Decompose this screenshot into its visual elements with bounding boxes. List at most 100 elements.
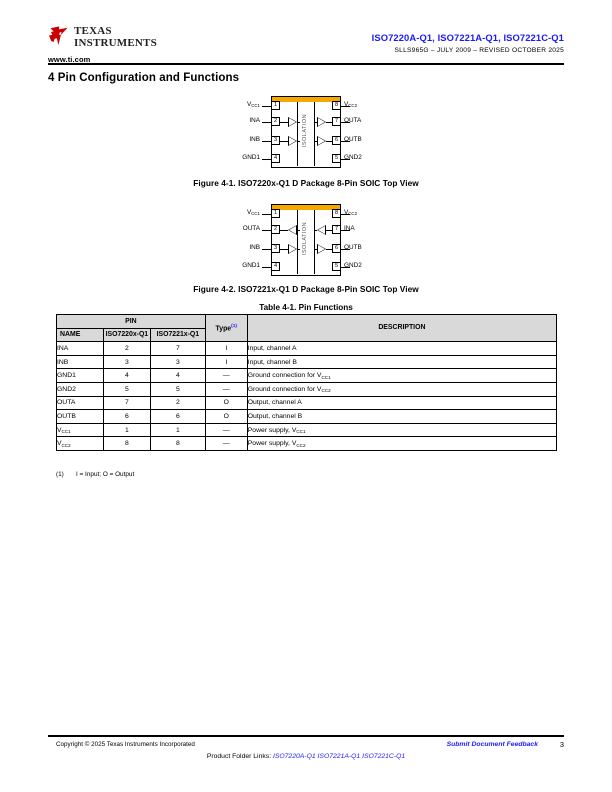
pin-number-6: 6	[332, 136, 341, 145]
table-row: VCC2 8 8 — Power supply, VCC2	[56, 436, 558, 451]
wire-a2-in	[326, 229, 333, 231]
pin2-lead-4	[262, 266, 271, 268]
wire-a-mid	[297, 121, 300, 123]
cell-pin-7220: 5	[102, 381, 151, 397]
cell-pin-7220: 3	[102, 354, 151, 370]
pin2-lead-3	[262, 248, 271, 250]
table-row: GND2 5 5 — Ground connection for VCC2	[56, 381, 558, 397]
figure-4-1-diagram: ISOLATION 1 2 3 4 VCC1 INA	[0, 96, 612, 168]
pin2-label-inb: INB	[249, 244, 260, 251]
package-top-bar	[272, 97, 340, 102]
isolation-barrier-line-right	[314, 102, 316, 166]
cell-pin-7221: 8	[149, 436, 206, 451]
cell-description-sub: CC1	[321, 374, 331, 380]
submit-document-feedback-link[interactable]: Submit Document Feedback	[446, 741, 538, 748]
pin-number-2: 2	[271, 117, 280, 126]
cell-pin-7221: 4	[149, 368, 206, 383]
pin2-label-vcc2: VCC2	[344, 209, 358, 217]
cell-description-sub: CC1	[296, 428, 306, 434]
wire-b-in	[280, 140, 288, 142]
cell-name: GND1	[56, 368, 104, 383]
ti-wordmark-line2: INSTRUMENTS	[74, 36, 157, 49]
cell-type: O	[204, 409, 248, 424]
cell-type: —	[204, 381, 248, 397]
pin2-lead-5	[341, 266, 350, 268]
pin-number-3: 3	[271, 136, 280, 145]
pin-label-gnd1: GND1	[242, 154, 260, 161]
product-folder-links: Product Folder Links: ISO7220A-Q1 ISO722…	[0, 753, 612, 760]
wire-a-in	[280, 121, 288, 123]
ti-logo: TEXAS INSTRUMENTS www.ti.com	[48, 25, 168, 64]
pin2-number-2: 2	[271, 225, 280, 234]
table-header-row-group: PIN Type(1) DESCRIPTION	[56, 313, 558, 343]
header-type-text: Type	[215, 325, 232, 333]
pin-number-1: 1	[271, 101, 280, 110]
cell-description: Power supply, VCC1	[246, 422, 558, 438]
header-name: NAME	[56, 327, 104, 343]
pin-lead-6	[341, 140, 350, 142]
cell-description-text: Ground connection for V	[247, 385, 322, 393]
cell-name-text: V	[57, 426, 62, 434]
footer-copyright: Copyright © 2025 Texas Instruments Incor…	[56, 741, 195, 748]
pin2-label-outa: OUTA	[242, 225, 260, 232]
header-iso7220x: ISO7220x-Q1	[102, 327, 151, 343]
isolation-label-1: ISOLATION	[302, 114, 308, 148]
cell-name: INA	[56, 341, 104, 356]
footer-rule	[48, 735, 564, 737]
cell-description-sub: CC2	[296, 442, 306, 448]
cell-description: Ground connection for VCC1	[246, 368, 558, 383]
cell-description: Output, channel B	[246, 409, 558, 424]
cell-pin-7221: 6	[149, 409, 206, 424]
pin-number-5: 5	[332, 154, 341, 163]
wire-a2-mid	[297, 229, 300, 231]
wire-a2-mid2	[314, 229, 317, 231]
cell-name: OUTA	[56, 395, 104, 411]
cell-name: VCC2	[56, 436, 104, 451]
pin-lead-7	[341, 121, 350, 123]
header-type-footnote-marker: (1)	[231, 323, 237, 329]
buffer-a-output-triangle	[317, 117, 326, 127]
cell-pin-7220: 1	[102, 422, 151, 438]
header-right: ISO7220A-Q1, ISO7221A-Q1, ISO7221C-Q1 SL…	[144, 32, 564, 55]
pin-label-vcc1: VCC1	[246, 101, 260, 109]
cell-description-text: Ground connection for V	[247, 372, 322, 380]
cell-description-text: Power supply, V	[247, 440, 297, 448]
cell-description: Output, channel A	[246, 395, 558, 411]
pin2-number-6: 6	[332, 244, 341, 253]
pin2-number-3: 3	[271, 244, 280, 253]
cell-name: VCC1	[56, 422, 104, 438]
pin2-label-outb: OUTB	[344, 244, 362, 251]
cell-type: I	[204, 341, 248, 356]
table-row: INA 2 7 I Input, channel A	[56, 341, 558, 356]
isolation-barrier-line-left-2	[297, 210, 299, 274]
product-folder-links-list[interactable]: ISO7220A-Q1 ISO7221A-Q1 ISO7221C-Q1	[272, 753, 406, 760]
pin2-lead-2	[262, 229, 271, 231]
header-description: DESCRIPTION	[246, 313, 558, 343]
pin2-number-5: 5	[332, 262, 341, 271]
table-row: INB 3 3 I Input, channel B	[56, 354, 558, 370]
pin-number-8: 8	[332, 101, 341, 110]
ti-url[interactable]: www.ti.com	[48, 55, 91, 64]
cell-type: —	[204, 422, 248, 438]
package-body-outline-2	[271, 204, 341, 276]
header-rule	[48, 63, 564, 66]
table-row: OUTA 7 2 O Output, channel A	[56, 395, 558, 411]
cell-description: Input, channel A	[246, 341, 558, 356]
pin-label-vcc2: VCC2	[344, 101, 358, 109]
cell-name: OUTB	[56, 409, 104, 424]
wire-a-out	[326, 121, 333, 123]
buffer-a2-input-triangle	[317, 225, 326, 235]
pin2-number-1: 1	[271, 209, 280, 218]
pin-label-ina: INA	[249, 117, 260, 124]
cell-pin-7220: 6	[102, 409, 151, 424]
ti-wordmark-line1: TEXAS	[74, 25, 112, 37]
pin-lead-3	[262, 140, 271, 142]
pin2-number-8: 8	[332, 209, 341, 218]
cell-name-text: V	[57, 440, 62, 448]
package-body-outline	[271, 96, 341, 168]
pin2-lead-1	[262, 213, 271, 215]
wire-b2-mid	[297, 248, 300, 250]
pin-number-7: 7	[332, 117, 341, 126]
pin2-number-7: 7	[332, 225, 341, 234]
cell-pin-7220: 7	[102, 395, 151, 411]
